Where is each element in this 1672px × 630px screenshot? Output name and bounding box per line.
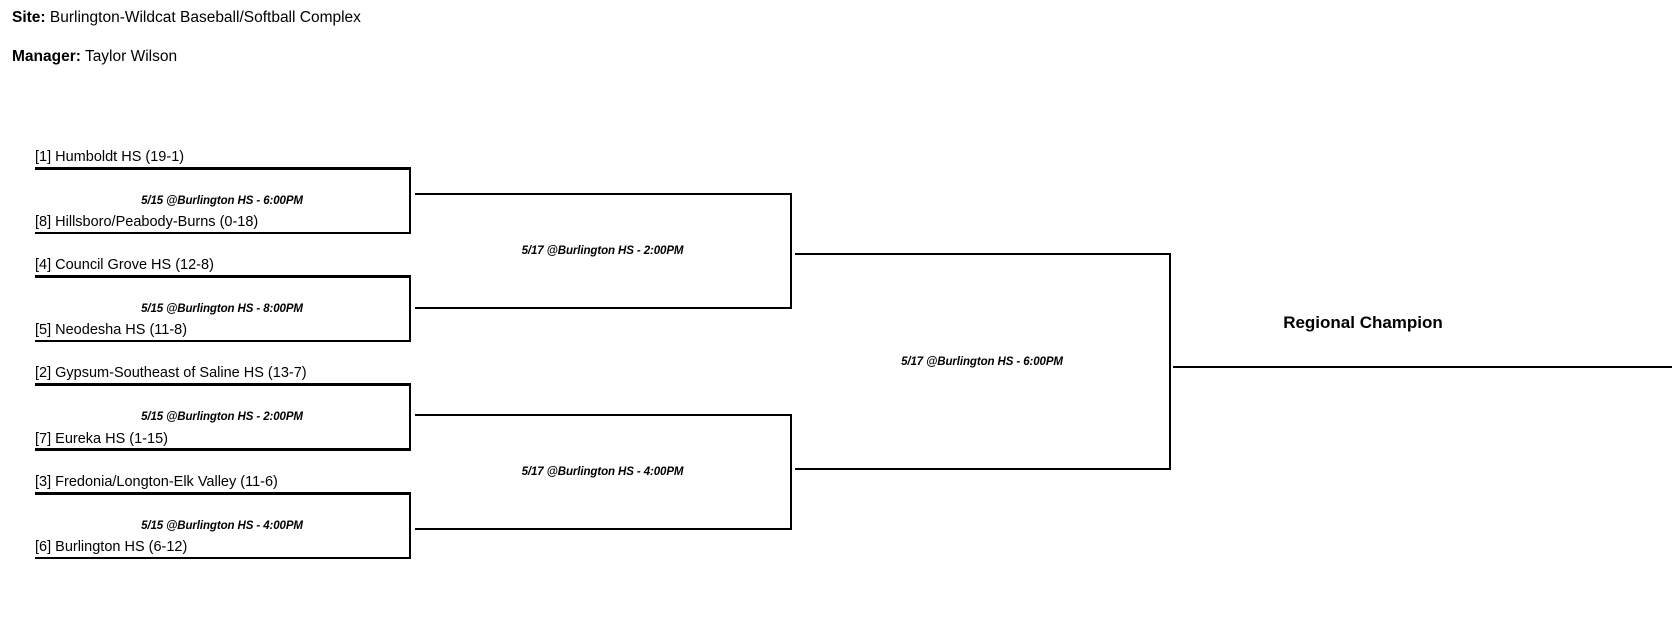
manager-value: Taylor Wilson xyxy=(84,48,178,65)
round1-match3-game-info: 5/15 @Burlington HS - 2:00PM xyxy=(141,411,303,423)
final-match-game-info: 5/17 @Burlington HS - 6:00PM xyxy=(901,355,1063,368)
round1-match4-game-info: 5/15 @Burlington HS - 4:00PM xyxy=(141,520,303,532)
champion-rail xyxy=(1173,366,1672,368)
round1-match2-bottom-team: [5] Neodesha HS (11-8) xyxy=(35,323,411,342)
round2-match1-box: 5/17 @Burlington HS - 2:00PM xyxy=(415,193,792,309)
site-line: Site: Burlington-Wildcat Baseball/Softba… xyxy=(12,7,912,28)
round1-match1-game-info: 5/15 @Burlington HS - 6:00PM xyxy=(141,195,303,207)
champion-label: Regional Champion xyxy=(1283,313,1443,332)
round1-match3-bottom-team: [7] Eureka HS (1-15) xyxy=(35,432,411,451)
page-header: Site: Burlington-Wildcat Baseball/Softba… xyxy=(12,7,912,85)
round1-match1-top-team: [1] Humboldt HS (19-1) xyxy=(35,150,411,169)
round1-match2-top-team: [4] Council Grove HS (12-8) xyxy=(35,258,411,277)
round1-match3-top-team: [2] Gypsum-Southeast of Saline HS (13-7) xyxy=(35,366,411,385)
round1-match4-top-team: [3] Fredonia/Longton-Elk Valley (11-6) xyxy=(35,475,411,494)
round2-match2-game-info: 5/17 @Burlington HS - 4:00PM xyxy=(521,466,684,478)
manager-label: Manager: xyxy=(12,48,81,65)
round1-match1-bottom-team: [8] Hillsboro/Peabody-Burns (0-18) xyxy=(35,215,411,234)
round1-match2-game-info: 5/15 @Burlington HS - 8:00PM xyxy=(141,303,303,315)
round1-match4-bottom-team: [6] Burlington HS (6-12) xyxy=(35,540,411,559)
round2-match2-box: 5/17 @Burlington HS - 4:00PM xyxy=(415,414,792,530)
final-match-box: 5/17 @Burlington HS - 6:00PM xyxy=(795,253,1171,470)
site-value: Burlington-Wildcat Baseball/Softball Com… xyxy=(49,9,361,26)
site-label: Site: xyxy=(12,9,46,26)
manager-line: Manager: Taylor Wilson xyxy=(12,46,912,67)
round2-match1-game-info: 5/17 @Burlington HS - 2:00PM xyxy=(521,245,684,257)
